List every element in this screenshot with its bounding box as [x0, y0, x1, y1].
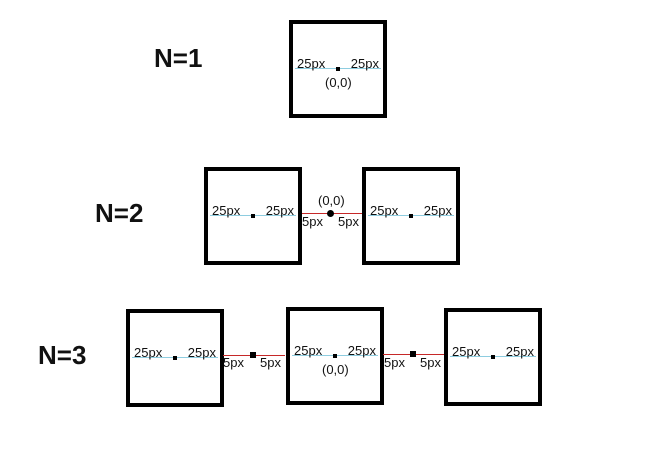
- row-label-n2: N=2: [95, 198, 144, 228]
- right-half-label: 25px: [423, 203, 452, 218]
- origin-label: (0,0): [325, 75, 352, 90]
- origin-label: (0,0): [318, 193, 345, 208]
- gap-right-label: 5px: [420, 355, 441, 370]
- right-half-label: 25px: [187, 345, 216, 360]
- center-point: [409, 214, 413, 218]
- center-point: [336, 67, 340, 71]
- right-half-label: 25px: [265, 203, 294, 218]
- right-half-label: 25px: [350, 56, 379, 71]
- gap-right-label: 5px: [338, 214, 359, 229]
- row-label-n3: N=3: [38, 340, 87, 370]
- center-point: [251, 214, 255, 218]
- left-half-label: 25px: [297, 56, 326, 71]
- row-label-n1: N=1: [154, 43, 203, 73]
- box-n2-1: 25px 25px: [204, 167, 302, 265]
- right-half-label: 25px: [505, 344, 534, 359]
- gap-left-label: 5px: [384, 355, 405, 370]
- box-n2-2: 25px 25px: [362, 167, 460, 265]
- center-point: [491, 355, 495, 359]
- box-n3-1: 25px 25px: [126, 309, 224, 407]
- gap-center-point-n2: [327, 210, 334, 217]
- gap-right-label: 5px: [260, 355, 281, 370]
- left-half-label: 25px: [134, 345, 163, 360]
- center-point: [333, 354, 337, 358]
- gap-left-label: 5px: [223, 355, 244, 370]
- box-n3-2: 25px 25px (0,0): [286, 307, 384, 405]
- box-n1-1: 25px 25px (0,0): [289, 20, 387, 118]
- left-half-label: 25px: [370, 203, 399, 218]
- gap-left-label: 5px: [302, 214, 323, 229]
- gap-center-point-n3-a: [250, 352, 256, 358]
- center-point: [173, 356, 177, 360]
- box-n3-3: 25px 25px: [444, 308, 542, 406]
- left-half-label: 25px: [452, 344, 481, 359]
- gap-center-point-n3-b: [410, 351, 416, 357]
- left-half-label: 25px: [294, 343, 323, 358]
- right-half-label: 25px: [347, 343, 376, 358]
- left-half-label: 25px: [212, 203, 241, 218]
- origin-label: (0,0): [322, 362, 349, 377]
